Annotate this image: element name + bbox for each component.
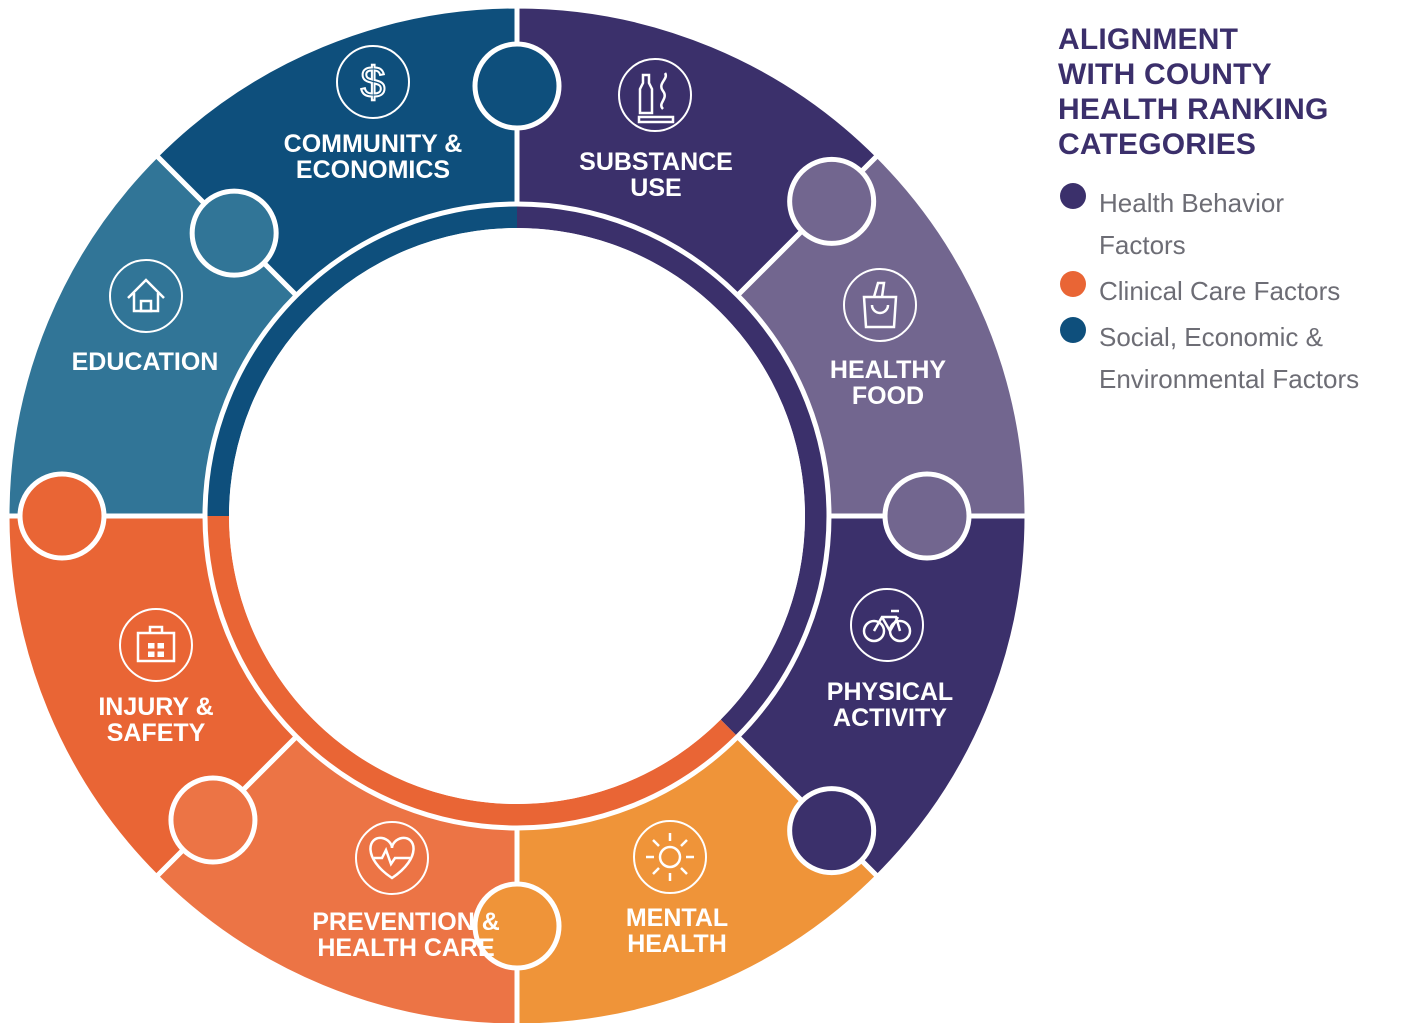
legend-label-social-economic: Social, Economic & Environmental Factors (1099, 316, 1403, 400)
puzzle-tab-fill (174, 782, 251, 859)
segment-label-prevention-health-care: PREVENTION &HEALTH CARE (312, 908, 500, 962)
puzzle-tab-fill (479, 888, 555, 964)
legend-label-line: Social, Economic & (1099, 322, 1323, 352)
segment-label-line: FOOD (852, 382, 924, 410)
legend-label-line: Clinical Care Factors (1099, 276, 1341, 306)
segment-label-line: PHYSICAL (827, 678, 953, 706)
legend-label-health-behavior: Health Behavior Factors (1099, 182, 1403, 266)
segment-label-line: MENTAL (626, 904, 728, 932)
segment-label-line: HEALTH CARE (317, 934, 494, 962)
legend-title-line: CATEGORIES (1058, 128, 1257, 161)
puzzle-tab-fill (793, 163, 870, 240)
inner-ring-arc (207, 516, 737, 826)
house-icon (109, 259, 183, 333)
legend-dot-health-behavior (1060, 183, 1086, 209)
segment-label-line: SAFETY (107, 719, 206, 747)
segment-label-line: PREVENTION & (312, 908, 500, 936)
segment-label-injury-safety: INJURY &SAFETY (98, 693, 213, 747)
legend-title-line: HEALTH RANKING (1058, 93, 1329, 126)
segment-label-line: ACTIVITY (833, 704, 947, 732)
segment-label-line: INJURY & (98, 693, 213, 721)
bottle-cigarette-icon (618, 58, 692, 132)
legend-item-clinical-care: Clinical Care Factors (1058, 270, 1403, 312)
svg-text:$: $ (361, 58, 385, 107)
puzzle-tab-fill (889, 478, 965, 554)
puzzle-tab-fill (793, 792, 870, 869)
wheel-center (229, 228, 805, 804)
legend-label-line: Factors (1099, 230, 1186, 260)
segment-label-line: SUBSTANCE (579, 148, 733, 176)
segment-label-community-economics: COMMUNITY &ECONOMICS (284, 130, 463, 184)
segment-label-line: EDUCATION (72, 348, 219, 376)
legend-label-clinical-care: Clinical Care Factors (1099, 270, 1403, 312)
first-aid-kit-icon (119, 608, 193, 682)
legend-label-line: Environmental Factors (1099, 364, 1360, 394)
segment-icons: $ (109, 45, 924, 895)
legend-title-line: WITH COUNTY (1058, 58, 1272, 91)
segment-label-line: HEALTH (627, 930, 727, 958)
segment-label-education: EDUCATION (72, 348, 219, 376)
sun-icon (633, 820, 707, 894)
legend-item-health-behavior: Health Behavior Factors (1058, 182, 1403, 266)
legend-label-line: Health Behavior (1099, 188, 1284, 218)
puzzle-tab-fill (196, 195, 273, 272)
legend-title-line: ALIGNMENT (1058, 23, 1239, 56)
segment-label-line: ECONOMICS (296, 156, 450, 184)
grocery-bag-icon (843, 268, 917, 342)
segment-label-line: USE (630, 174, 681, 202)
segment-label-line: COMMUNITY & (284, 130, 463, 158)
puzzle-tab-fill (24, 478, 100, 554)
heart-pulse-icon (355, 821, 429, 895)
inner-ring-arc (207, 206, 517, 516)
puzzle-tab-fill (479, 48, 555, 124)
legend-title: ALIGNMENT WITH COUNTY HEALTH RANKING CAT… (1058, 22, 1403, 162)
bicycle-icon (850, 588, 924, 662)
legend-item-social-economic: Social, Economic & Environmental Factors (1058, 316, 1403, 400)
dollar-icon: $ (336, 45, 410, 119)
inner-ring-border (202, 201, 832, 831)
inner-ring-arc (517, 206, 828, 736)
inner-category-ring (202, 201, 832, 831)
legend: ALIGNMENT WITH COUNTY HEALTH RANKING CAT… (1058, 22, 1403, 412)
legend-dot-social-economic (1060, 317, 1086, 343)
segment-label-line: HEALTHY (830, 356, 947, 384)
legend-dot-clinical-care (1060, 271, 1086, 297)
